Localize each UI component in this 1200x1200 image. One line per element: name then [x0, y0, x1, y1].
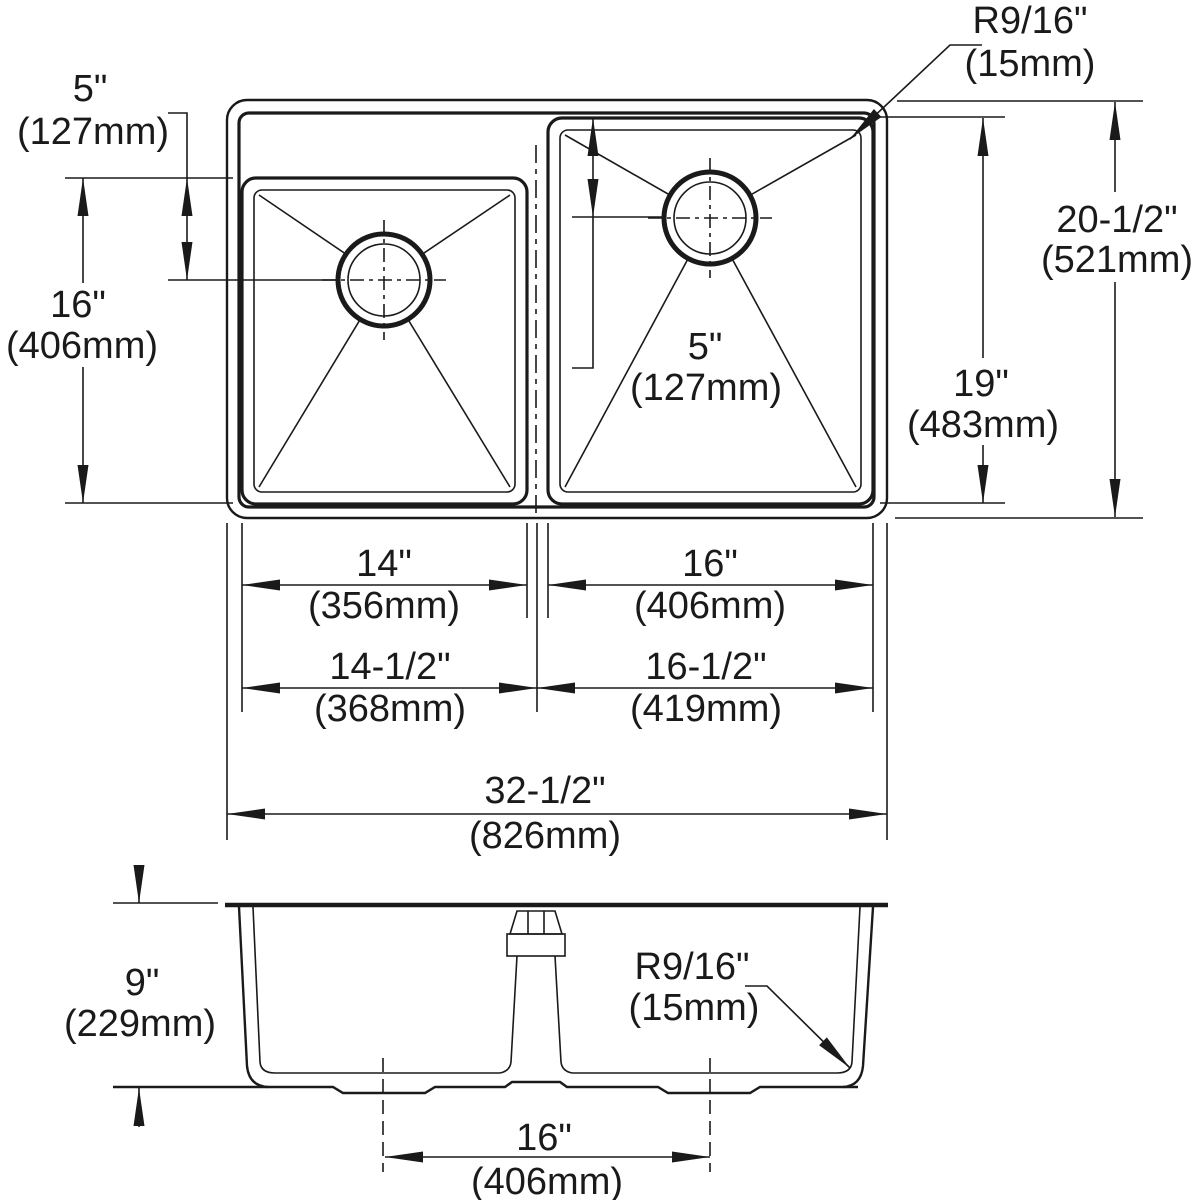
dim-drain-offset-left: 5" (127mm): [17, 68, 338, 281]
dim-label: 32-1/2": [484, 770, 605, 812]
dim-label-mm: (15mm): [965, 43, 1096, 85]
dim-right-bowl-width: 16" (406mm): [548, 543, 873, 627]
dim-label-mm: (826mm): [469, 815, 621, 857]
dim-label: 14": [356, 543, 412, 585]
dim-label-mm: (127mm): [630, 367, 782, 409]
dim-label: R9/16": [635, 946, 750, 988]
left-bowl: [240, 176, 529, 506]
extension-lines: [226, 523, 888, 840]
dim-label: 16": [682, 543, 738, 585]
dim-label: 16": [50, 284, 106, 326]
dim-left-section-width: 14-1/2" (368mm): [242, 646, 537, 730]
sink-bottom-outline: [113, 1080, 858, 1095]
dim-drain-offset-right: 5" (127mm): [572, 118, 782, 409]
dim-label-mm: (356mm): [308, 585, 460, 627]
dim-label-mm: (229mm): [64, 1003, 216, 1045]
dim-label-mm: (15mm): [629, 987, 760, 1029]
dim-label: 16-1/2": [645, 646, 766, 688]
dim-label-mm: (406mm): [634, 585, 786, 627]
dim-corner-radius-front: R9/16" (15mm): [629, 946, 851, 1069]
dim-label: 5": [73, 68, 108, 110]
dim-label: 14-1/2": [329, 646, 450, 688]
dim-right-section-width: 16-1/2" (419mm): [537, 646, 873, 730]
right-bowl: [546, 116, 875, 506]
dim-label-mm: (406mm): [471, 1161, 623, 1200]
dim-label-mm: (406mm): [6, 325, 158, 367]
dim-right-bowl-front-to-back: 19" (483mm): [875, 116, 1059, 504]
sink-top-view: 5" (127mm) 16" (406mm) R9/16" (15mm) 20-…: [6, 0, 1193, 857]
right-drain: [648, 158, 772, 278]
dim-corner-radius-top: R9/16" (15mm): [849, 0, 1096, 140]
dim-label-mm: (483mm): [907, 404, 1059, 446]
dim-label: 19": [953, 363, 1009, 405]
right-drain-centerline: [648, 158, 772, 278]
center-divider: [499, 910, 573, 1074]
left-drain: [322, 220, 446, 340]
dim-left-bowl-width: 14" (356mm): [242, 543, 527, 627]
dim-left-bowl-front-to-back: 16" (406mm): [6, 178, 233, 504]
sink-body-outline: [113, 906, 875, 1095]
dim-label: R9/16": [973, 0, 1088, 42]
sink-inner-rim: [237, 111, 876, 509]
dim-label-mm: (368mm): [314, 688, 466, 730]
dim-overall-front-to-back: 20-1/2" (521mm): [895, 100, 1193, 519]
dim-label: 20-1/2": [1056, 199, 1177, 241]
dim-label-mm: (521mm): [1041, 239, 1193, 281]
dim-bowl-depth: 9" (229mm): [64, 865, 216, 1127]
dim-label: 5": [688, 326, 723, 368]
dim-label: 9": [125, 962, 160, 1004]
sink-front-view: 9" (229mm) R9/16" (15mm) 16" (406mm): [64, 865, 888, 1200]
dim-label-mm: (419mm): [630, 688, 782, 730]
left-drain-centerline: [322, 220, 446, 340]
dim-label: 16": [516, 1117, 572, 1159]
sink-outer-outline: [225, 98, 889, 520]
dim-label-mm: (127mm): [17, 111, 169, 153]
dim-drain-spacing: 16" (406mm): [385, 1117, 710, 1200]
dim-overall-width: 32-1/2" (826mm): [227, 770, 887, 857]
